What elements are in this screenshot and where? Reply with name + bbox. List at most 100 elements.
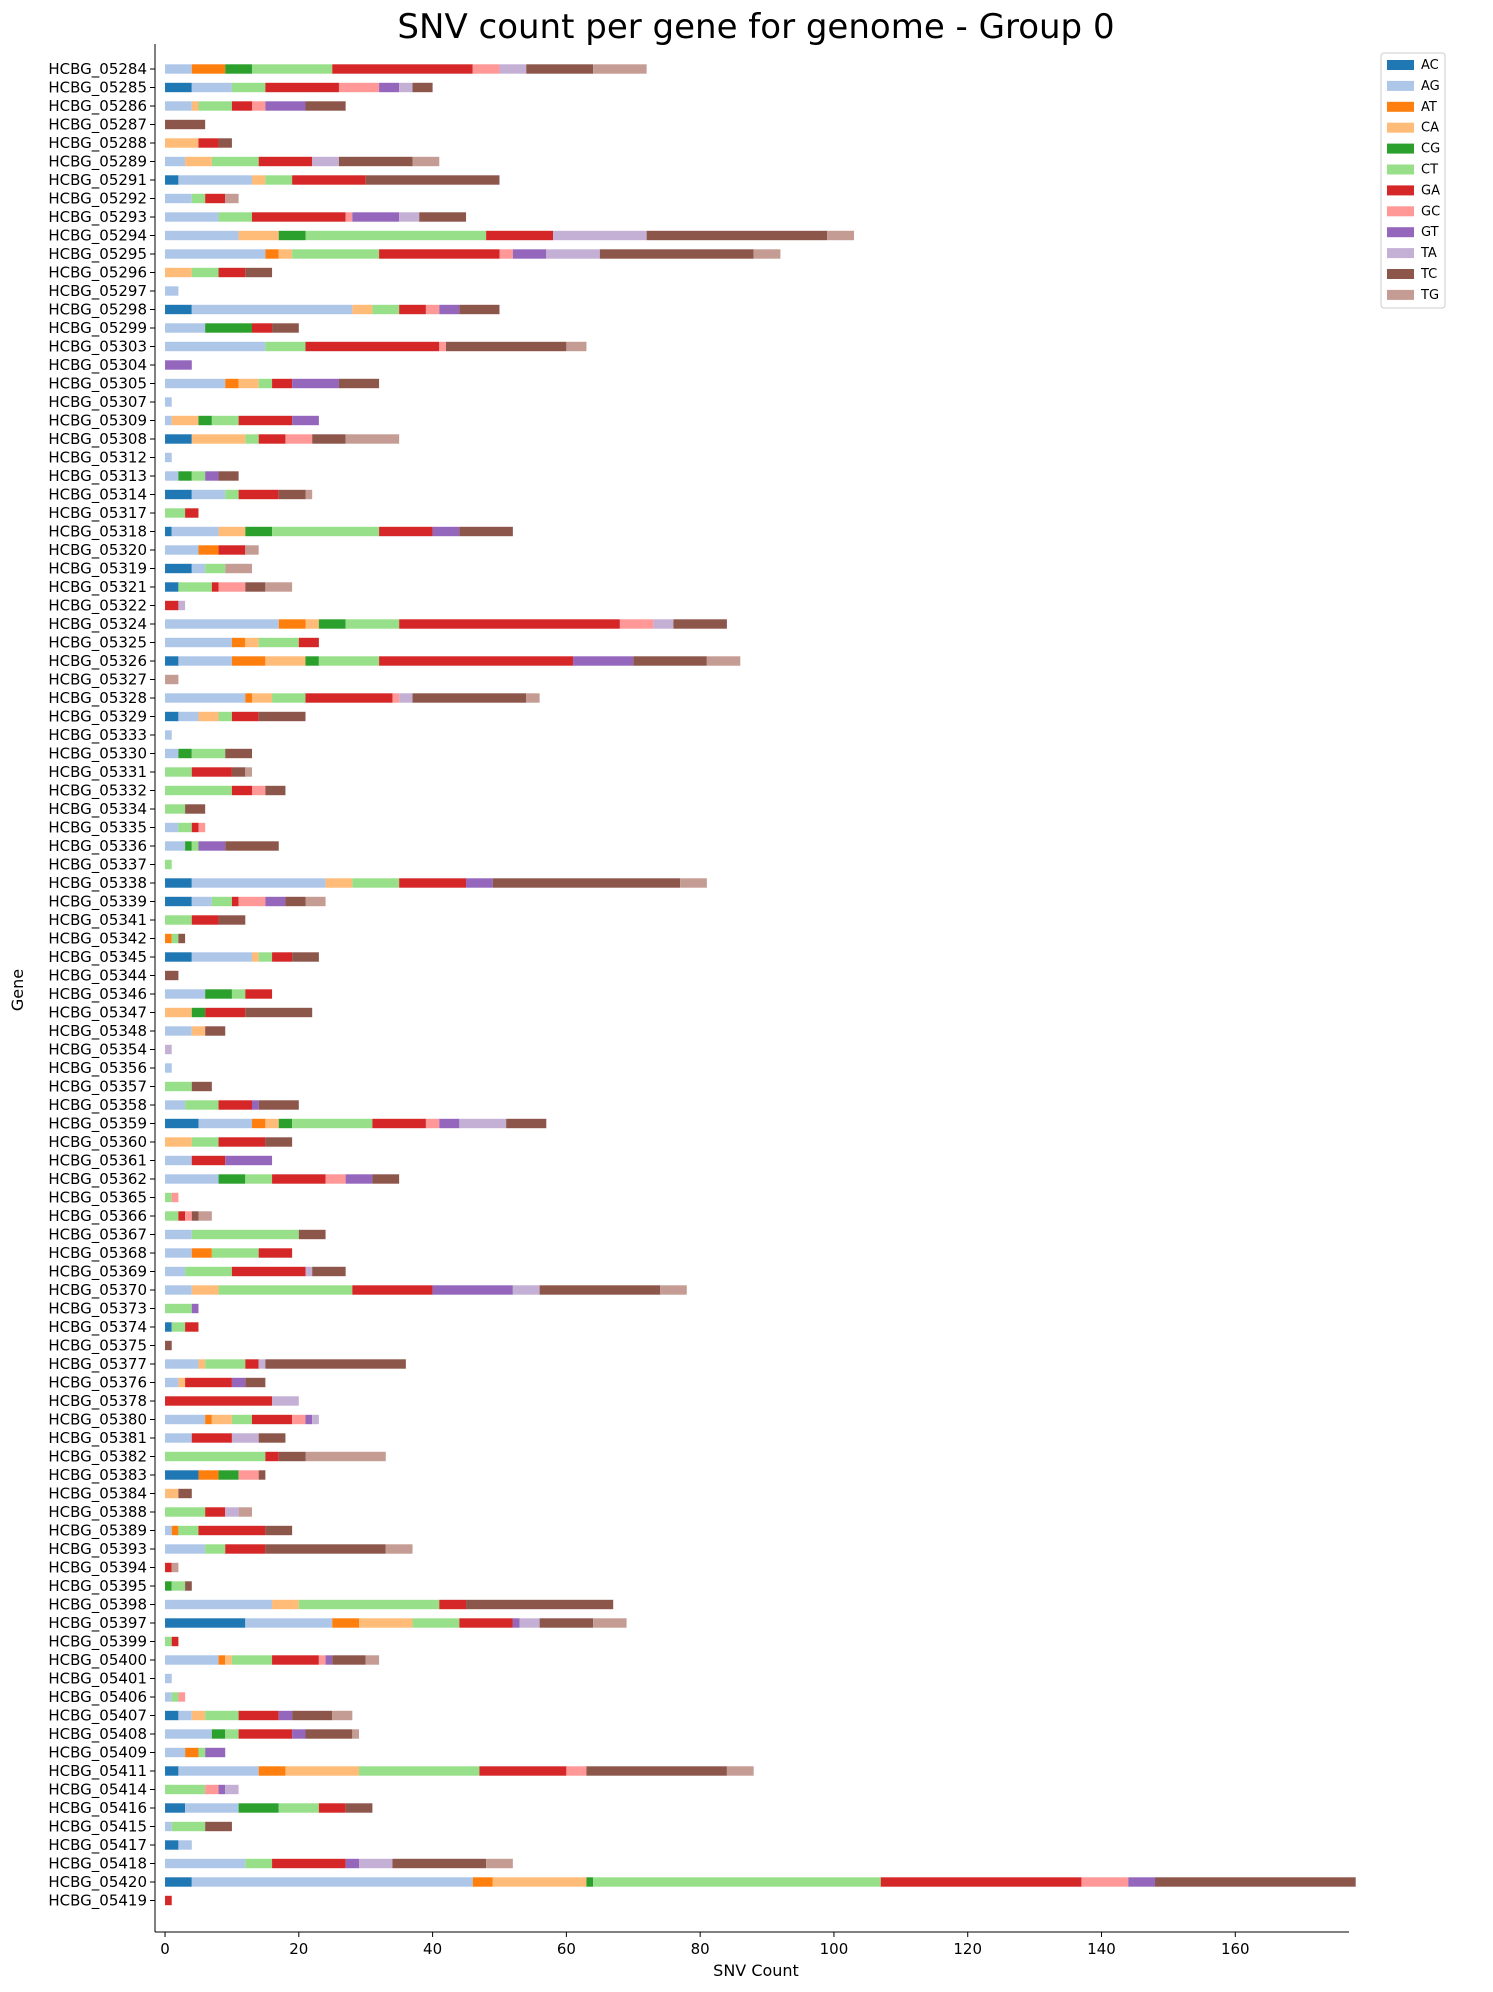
bar-segment-HCBG_05397-AG [245, 1618, 333, 1628]
bar-segment-HCBG_05400-CA [225, 1655, 232, 1665]
y-tick-label: HCBG_05398 [48, 1596, 147, 1615]
bar-segment-HCBG_05338-TG [680, 878, 707, 888]
bar-segment-HCBG_05416-TC [345, 1803, 373, 1813]
bar-segment-HCBG_05370-TG [660, 1285, 687, 1295]
y-tick-label: HCBG_05419 [48, 1892, 147, 1911]
bar-segment-HCBG_05318-GT [432, 526, 460, 537]
bar-segment-HCBG_05312-AG [165, 452, 172, 463]
bar-segment-HCBG_05299-GA [251, 323, 273, 333]
y-tick-label: HCBG_05285 [48, 79, 147, 98]
bar-segment-HCBG_05328-CT [272, 693, 306, 703]
bar-segment-HCBG_05370-CT [218, 1285, 353, 1295]
bar-segment-HCBG_05335-GC [198, 822, 206, 833]
bar-segment-HCBG_05295-GA [379, 249, 500, 259]
y-tick-label: HCBG_05417 [48, 1836, 147, 1855]
bar-segment-HCBG_05324-TA [653, 619, 674, 629]
bar-segment-HCBG_05369-TA [305, 1266, 313, 1277]
bar-segment-HCBG_05418-CT [245, 1858, 273, 1869]
bar-segment-HCBG_05289-TG [412, 156, 440, 167]
bar-segment-HCBG_05383-CG [218, 1470, 239, 1480]
legend-swatch-AG [1387, 80, 1414, 91]
bar-segment-HCBG_05400-AT [218, 1655, 226, 1665]
bar-segment-HCBG_05381-TA [231, 1433, 259, 1443]
bar-segment-HCBG_05326-CA [265, 656, 306, 666]
bar-segment-HCBG_05314-TG [305, 489, 313, 500]
bar-segment-HCBG_05359-GC [425, 1118, 440, 1129]
bar-segment-HCBG_05298-TC [459, 304, 500, 315]
bar-segment-HCBG_05293-GA [251, 212, 346, 222]
bar-segment-HCBG_05389-GA [198, 1525, 266, 1536]
bar-segment-HCBG_05388-CT [165, 1507, 206, 1517]
bar-segment-HCBG_05409-GT [205, 1747, 226, 1758]
y-tick-label: HCBG_05325 [48, 634, 147, 653]
bar-segment-HCBG_05284-GA [332, 64, 473, 74]
bar-segment-HCBG_05321-GC [218, 582, 246, 592]
bar-segment-HCBG_05347-CG [191, 1007, 206, 1018]
y-tick-label: HCBG_05357 [48, 1078, 147, 1097]
bar-segment-HCBG_05330-TC [225, 748, 252, 759]
bar-segment-HCBG_05415-AG [165, 1821, 172, 1832]
bar-segment-HCBG_05393-CT [205, 1544, 226, 1554]
bar-segment-HCBG_05356-AG [165, 1063, 172, 1073]
bar-segment-HCBG_05298-AG [191, 304, 353, 315]
bar-segment-HCBG_05360-TC [265, 1137, 293, 1147]
bar-segment-HCBG_05416-CT [278, 1803, 319, 1813]
bar-segment-HCBG_05339-CT [211, 896, 232, 907]
bar-segment-HCBG_05342-CT [171, 933, 179, 944]
y-tick-label: HCBG_05345 [48, 948, 147, 967]
bar-segment-HCBG_05382-GA [265, 1451, 279, 1462]
bar-segment-HCBG_05291-TC [365, 175, 500, 185]
bar-segment-HCBG_05324-TC [673, 619, 727, 629]
y-tick-label: HCBG_05303 [48, 338, 147, 357]
legend-swatch-TC [1387, 269, 1414, 279]
bar-segment-HCBG_05286-GT [265, 101, 306, 111]
y-tick-label: HCBG_05286 [48, 97, 147, 116]
bar-segment-HCBG_05420-TC [1155, 1877, 1356, 1887]
bar-segment-HCBG_05378-TA [272, 1396, 299, 1406]
bar-segment-HCBG_05366-TG [198, 1211, 212, 1221]
bar-segment-HCBG_05303-GC [439, 341, 446, 352]
bar-segment-HCBG_05360-CT [191, 1137, 219, 1147]
y-tick-label: HCBG_05327 [48, 671, 147, 690]
bar-segment-HCBG_05326-CG [305, 656, 319, 666]
bar-segment-HCBG_05319-AC [165, 563, 192, 574]
bar-segment-HCBG_05284-GC [472, 64, 500, 74]
y-tick-label: HCBG_05309 [48, 412, 147, 431]
bar-segment-HCBG_05313-GT [205, 471, 219, 481]
bar-segment-HCBG_05418-GT [345, 1858, 360, 1869]
bar-segment-HCBG_05325-CT [258, 637, 299, 648]
bar-segment-HCBG_05359-AC [165, 1118, 199, 1129]
bar-segment-HCBG_05347-GA [205, 1007, 246, 1018]
bar-segment-HCBG_05407-GT [278, 1710, 293, 1721]
bar-segment-HCBG_05329-AC [165, 711, 179, 722]
bar-segment-HCBG_05397-AT [332, 1618, 360, 1628]
y-tick-label: HCBG_05359 [48, 1115, 147, 1134]
bar-segment-HCBG_05303-TG [566, 341, 587, 352]
bar-segment-HCBG_05411-AC [165, 1766, 179, 1776]
bar-segment-HCBG_05359-CT [292, 1118, 373, 1129]
bar-segment-HCBG_05328-TA [399, 693, 413, 703]
legend-swatch-AT [1387, 101, 1414, 112]
y-tick-label: HCBG_05381 [48, 1429, 147, 1448]
y-tick-label: HCBG_05324 [48, 615, 147, 634]
bar-segment-HCBG_05318-CG [245, 526, 273, 537]
bar-segment-HCBG_05419-GA [165, 1895, 172, 1906]
bar-segment-HCBG_05380-GA [251, 1414, 293, 1425]
y-tick-label: HCBG_05418 [48, 1855, 147, 1874]
y-tick-label: HCBG_05393 [48, 1540, 147, 1559]
legend-label-GC: GC [1421, 204, 1440, 219]
y-tick-label: HCBG_05308 [48, 430, 147, 449]
bar-segment-HCBG_05408-AG [165, 1729, 212, 1739]
y-tick-label: HCBG_05326 [48, 652, 147, 671]
bar-segment-HCBG_05346-AG [165, 989, 206, 999]
bar-segment-HCBG_05381-GA [191, 1433, 232, 1443]
bar-segment-HCBG_05309-GT [292, 415, 319, 426]
bar-segment-HCBG_05322-TA [178, 600, 186, 611]
bar-segment-HCBG_05366-TC [191, 1211, 199, 1221]
bar-segment-HCBG_05292-TG [225, 193, 239, 204]
bar-segment-HCBG_05418-AG [165, 1858, 246, 1869]
y-tick-label: HCBG_05400 [48, 1651, 147, 1670]
bar-segment-HCBG_05394-TG [171, 1562, 179, 1573]
